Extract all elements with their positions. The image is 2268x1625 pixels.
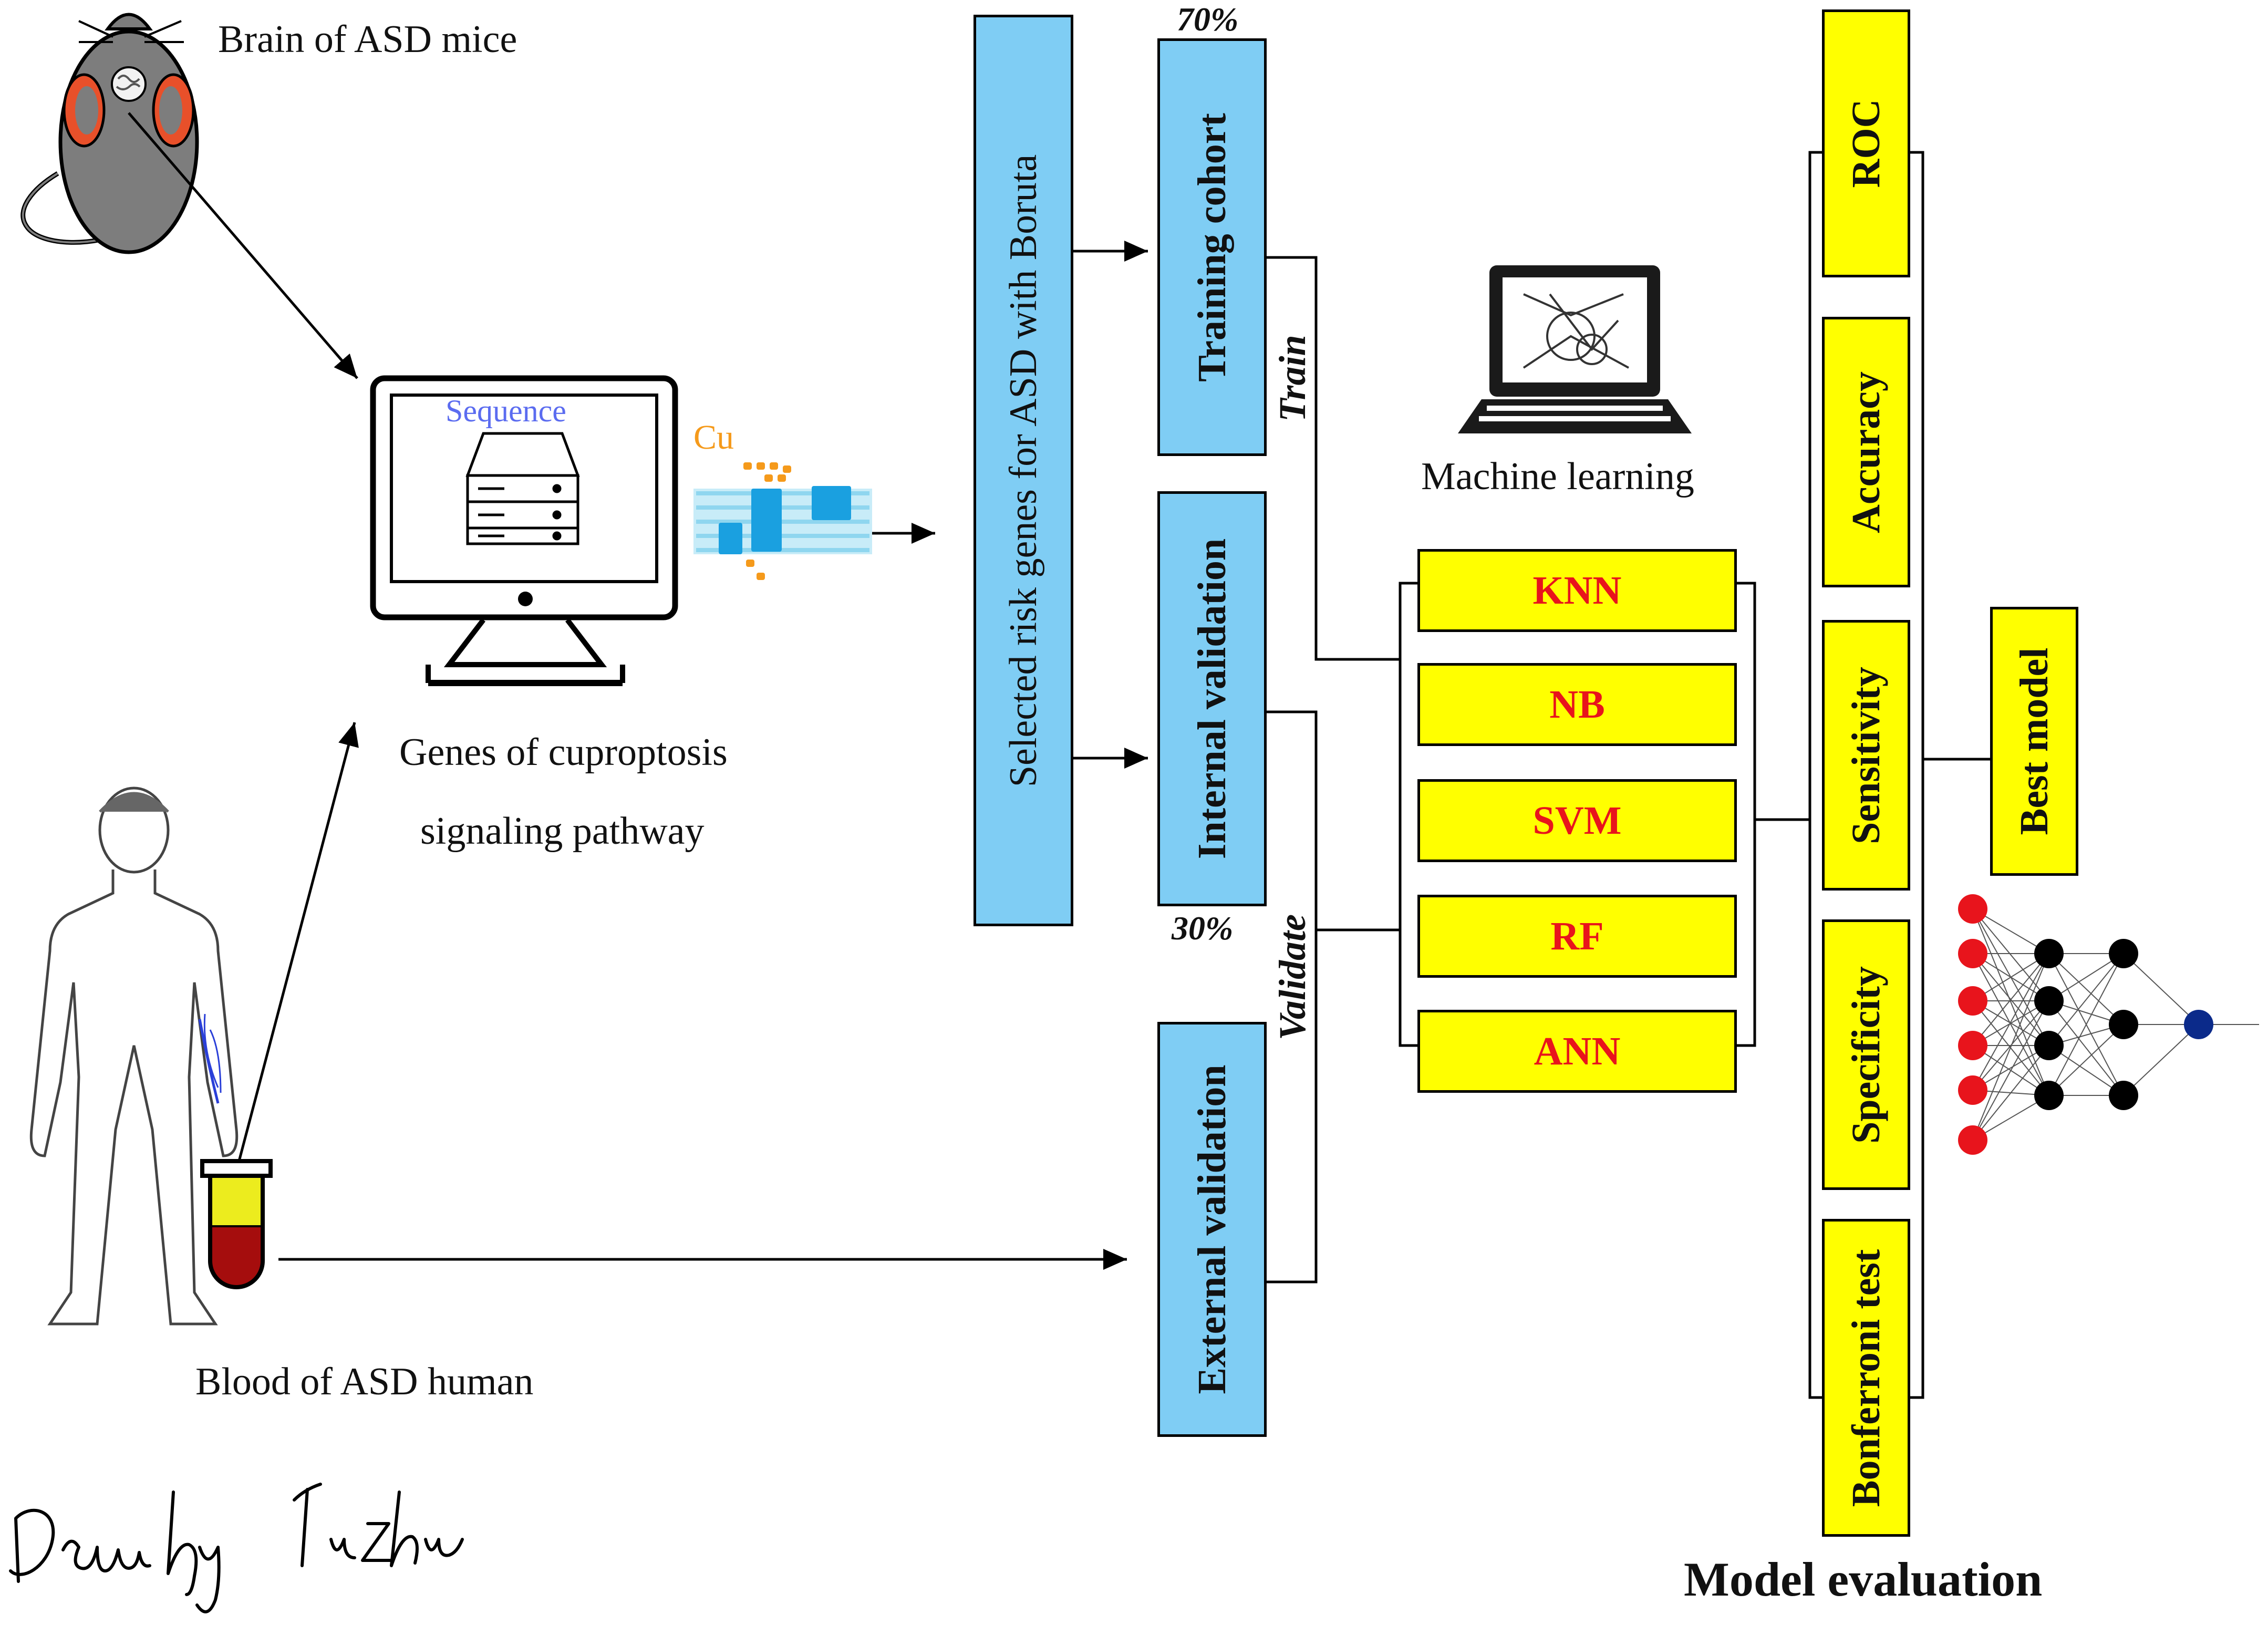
neural-network-edge [1972,1000,2049,1046]
neural-network-edge [1972,953,2049,1046]
model-evaluation-title: Model evaluation [1684,1552,2043,1606]
metric-label-accuracy: Accuracy [1844,371,1888,533]
laptop-icon [1458,265,1692,433]
model-bracket [1399,582,1810,1047]
metric-box-sensitivity: Sensitivity [1822,620,1910,891]
neural-network-edge [2048,953,2124,1001]
validate-connector [1266,710,1400,1284]
model-label-knn: KNN [1532,568,1622,613]
neural-network-hidden-node [2034,1081,2064,1110]
neural-network-edge [2123,953,2199,1025]
train-connector [1266,256,1400,661]
neural-network-edge [2048,1000,2124,1096]
neural-network-edge [1972,908,2049,954]
model-box-svm: SVM [1417,779,1737,862]
selected-risk-genes-box: Selected risk genes for ASD with Boruta [974,15,1073,926]
neural-network-input-node [1958,894,1987,924]
neural-network-hidden-node [2034,939,2064,968]
metric-box-bonferroni: Bonferroni test [1822,1219,1910,1537]
model-label-rf: RF [1550,914,1604,958]
machine-learning-label: Machine learning [1421,455,1694,498]
metric-box-specificity: Specificity [1822,919,1910,1190]
metric-label-specificity: Specificity [1844,966,1888,1144]
server-icon [465,432,580,545]
model-box-ann: ANN [1417,1010,1737,1093]
neural-network-edge [1972,1095,2049,1141]
best-model-box: Best model [1990,607,2078,876]
neural-network-edge [2048,1024,2124,1096]
neural-network-input-node [1958,1125,1987,1155]
copper-label: Cu [693,418,734,457]
internal-validation-box: Internal validation [1157,491,1267,906]
metric-label-sensitivity: Sensitivity [1844,666,1888,844]
neural-network-edge [1972,953,2049,1091]
neural-network-edge [2048,953,2124,1096]
model-box-knn: KNN [1417,549,1737,632]
neural-network-input-node [1958,939,1987,968]
external-validation-box: External validation [1157,1022,1267,1437]
best-model-label: Best model [2012,647,2056,835]
neural-network-hidden-node [2109,1010,2138,1039]
neural-network-edge [2048,953,2124,1025]
neural-network-edge [1972,953,2049,1141]
neural-network-edge [1972,953,2049,1001]
training-cohort-box: Training cohort [1157,38,1267,456]
neural-network-edge [1972,1045,2049,1141]
neural-network-edge [2048,953,2124,1046]
neural-network-edge [2123,1024,2199,1096]
arrow-human-to-monitor [237,722,359,1162]
neural-network-output-node [2184,1010,2213,1039]
neural-network-hidden-node [2034,1031,2064,1060]
signature-drawing [9,1483,464,1613]
train-arrow-label: Train [1271,335,1313,422]
sequence-label: Sequence [446,394,566,428]
external-validation-label: External validation [1190,1064,1234,1394]
model-label-nb: NB [1549,682,1605,727]
training-percentage: 70% [1177,1,1239,38]
model-label-ann: ANN [1534,1029,1621,1073]
selected-risk-genes-label: Selected risk genes for ASD with Boruta [1002,154,1045,787]
validate-arrow-label-wrap: Validate [1269,893,1316,1061]
metrics-bracket [1808,151,1991,1399]
metric-box-accuracy: Accuracy [1822,317,1910,587]
model-label-svm: SVM [1532,799,1622,843]
metric-label-roc: ROC [1844,99,1888,188]
blood-tube-icon [200,1159,273,1289]
neural-network-edge [2048,1045,2124,1096]
pathway-label-line1: Genes of cuproptosis [399,731,728,774]
membrane-icon [693,462,872,580]
neural-network-hidden-node [2034,986,2064,1016]
internal-validation-label: Internal validation [1190,538,1234,860]
neural-network-edge [1972,953,2049,1096]
neural-network-input-node [1958,1075,1987,1105]
neural-network-hidden-node [2109,1081,2138,1110]
arrow-mouse-to-monitor [128,112,358,379]
mice-label: Brain of ASD mice [218,18,517,61]
metric-box-roc: ROC [1822,9,1910,277]
neural-network-input-node [1958,1031,1987,1060]
validation-percentage: 30% [1172,909,1234,947]
neural-network-edge [1972,1000,2049,1141]
neural-network-icon [1958,894,2259,1155]
neural-network-edge [1972,908,2049,1096]
pathway-label-line2: signaling pathway [420,810,705,853]
train-arrow-label-wrap: Train [1269,320,1316,436]
neural-network-edge [1972,1045,2049,1091]
metric-label-bonferroni: Bonferroni test [1844,1249,1888,1507]
training-cohort-label: Training cohort [1190,112,1234,382]
model-box-rf: RF [1417,895,1737,978]
mouse-icon [20,13,199,254]
human-label: Blood of ASD human [195,1360,534,1403]
model-box-nb: NB [1417,663,1737,746]
neural-network-input-node [1958,986,1987,1016]
human-icon [29,786,239,1326]
neural-network-hidden-node [2109,939,2138,968]
validate-arrow-label: Validate [1271,914,1313,1041]
